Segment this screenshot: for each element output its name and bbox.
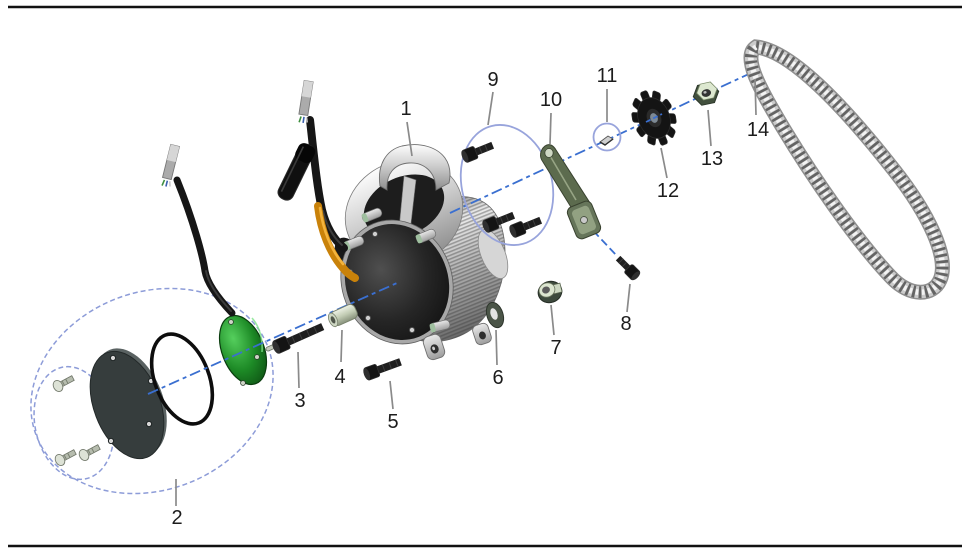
face-screw bbox=[364, 314, 372, 322]
motor-rear-cap bbox=[477, 229, 509, 279]
flange-nut bbox=[537, 280, 563, 304]
spacer-bushing bbox=[327, 304, 358, 328]
part-label-11: 11 bbox=[597, 65, 618, 87]
bracket-hole bbox=[544, 147, 554, 159]
motor-top-bracket bbox=[378, 144, 451, 191]
part-label-6: 6 bbox=[492, 367, 503, 389]
part-label-5: 5 bbox=[387, 411, 398, 433]
barrel-connector-icon bbox=[277, 143, 316, 201]
bracket-bolt bbox=[615, 255, 641, 281]
disc-screw bbox=[240, 380, 246, 386]
o-ring bbox=[149, 332, 215, 426]
cable-connector-icon bbox=[298, 79, 314, 123]
part-label-3: 3 bbox=[294, 390, 305, 412]
part-label-7: 7 bbox=[550, 337, 561, 359]
motor-cables bbox=[277, 79, 359, 282]
part-label-2: 2 bbox=[171, 507, 182, 529]
part-label-9: 9 bbox=[487, 69, 498, 91]
part-label-4: 4 bbox=[334, 366, 345, 388]
standoff-post bbox=[415, 228, 437, 244]
shaft-nut bbox=[692, 81, 720, 106]
short-socket-bolt bbox=[363, 358, 402, 381]
leader-lines bbox=[175, 78, 757, 506]
standoff-post bbox=[361, 207, 383, 223]
part-label-14: 14 bbox=[747, 119, 769, 141]
cover-screw-icon bbox=[52, 375, 75, 392]
mount-bolt-icon bbox=[482, 211, 516, 233]
plate-hole bbox=[109, 354, 117, 362]
part-label-10: 10 bbox=[540, 89, 562, 111]
key-circle bbox=[592, 122, 622, 152]
drive-chain bbox=[743, 39, 950, 300]
sprocket-hub-centerline bbox=[645, 113, 663, 123]
motor-phase-cable-orange bbox=[314, 202, 359, 282]
cover-screw-icon bbox=[78, 444, 101, 461]
long-socket-bolt bbox=[272, 323, 325, 354]
part-label-12: 12 bbox=[657, 180, 679, 202]
cover-plate bbox=[89, 348, 167, 460]
part-label-8: 8 bbox=[620, 313, 631, 335]
mount-bolt-icon bbox=[509, 216, 543, 238]
bracket-screw bbox=[580, 216, 588, 224]
cable-connector-icon bbox=[161, 143, 181, 187]
mount-bolt-icon bbox=[461, 141, 495, 163]
sensor-cable bbox=[161, 143, 236, 317]
shaft-key-callout bbox=[592, 122, 622, 152]
face-screw bbox=[371, 230, 379, 238]
part-label-13: 13 bbox=[701, 148, 723, 170]
controller-disc bbox=[218, 314, 278, 386]
motor-front-cover bbox=[344, 224, 450, 340]
part-labels: 1 2 3 4 5 6 7 8 9 10 11 12 13 14 bbox=[171, 65, 769, 529]
cover-plate-group bbox=[30, 143, 278, 495]
motor-power-cable bbox=[306, 116, 348, 252]
motor-mount-lug bbox=[472, 322, 492, 346]
face-screw bbox=[408, 326, 416, 334]
disc-screw bbox=[228, 319, 234, 325]
motor-assembly bbox=[334, 144, 509, 361]
flat-washer bbox=[485, 301, 505, 329]
plate-hole bbox=[145, 420, 153, 428]
support-bracket bbox=[540, 144, 602, 240]
plate-hole bbox=[107, 437, 115, 445]
standoff-post bbox=[429, 319, 451, 333]
motor-mount-lug bbox=[422, 333, 446, 361]
cover-screw-icon bbox=[54, 449, 77, 466]
part-label-1: 1 bbox=[400, 98, 411, 120]
disc-screw bbox=[254, 354, 260, 360]
